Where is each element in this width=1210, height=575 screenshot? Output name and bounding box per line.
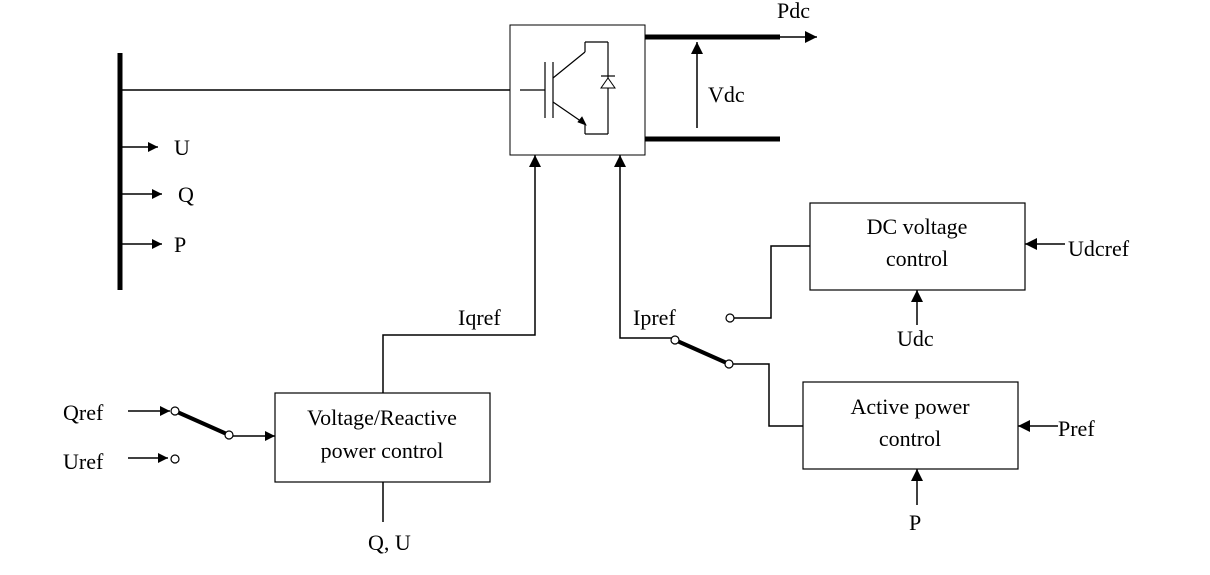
dc-voltage-line2: control: [886, 246, 948, 271]
left-switch-terminal-qref: [170, 406, 180, 416]
active-power-line1: Active power: [850, 394, 970, 419]
ipref-label: Ipref: [633, 305, 676, 330]
voltage-reactive-control-block: [274, 392, 491, 483]
dc-voltage-output-line: [734, 245, 810, 319]
right-switch-terminal-dc: [725, 313, 735, 323]
voltage-reactive-line2: power control: [321, 438, 444, 463]
left-switch-pivot: [224, 430, 234, 440]
qu-label: Q, U: [368, 530, 411, 555]
qref-label: Qref: [63, 400, 104, 425]
p-bottom-label: P: [909, 510, 921, 535]
p-bus-label: P: [174, 232, 186, 257]
left-switch-terminal-uref: [170, 454, 180, 464]
iqref-label: Iqref: [458, 305, 501, 330]
right-switch-terminal-active: [724, 359, 734, 369]
right-switch-pivot: [670, 335, 680, 345]
active-power-line2: control: [879, 426, 941, 451]
active-power-output-line: [733, 363, 803, 427]
dc-voltage-line1: DC voltage: [867, 214, 968, 239]
udc-label: Udc: [897, 326, 934, 351]
pref-label: Pref: [1058, 416, 1095, 441]
left-switch-blade[interactable]: [174, 409, 230, 437]
ipref-signal-line: [614, 155, 675, 339]
voltage-reactive-line1: Voltage/Reactive: [307, 405, 457, 430]
vdc-label: Vdc: [708, 82, 745, 107]
dc-voltage-control-block: [809, 202, 1026, 291]
udcref-label: Udcref: [1068, 236, 1130, 261]
q-bus-label: Q: [178, 182, 194, 207]
u-label: U: [174, 135, 190, 160]
iqref-signal-line: [382, 155, 541, 393]
igbt-icon: [520, 41, 616, 135]
uref-label: Uref: [63, 449, 104, 474]
right-switch-blade[interactable]: [674, 338, 730, 366]
pdc-label: Pdc: [777, 0, 810, 23]
